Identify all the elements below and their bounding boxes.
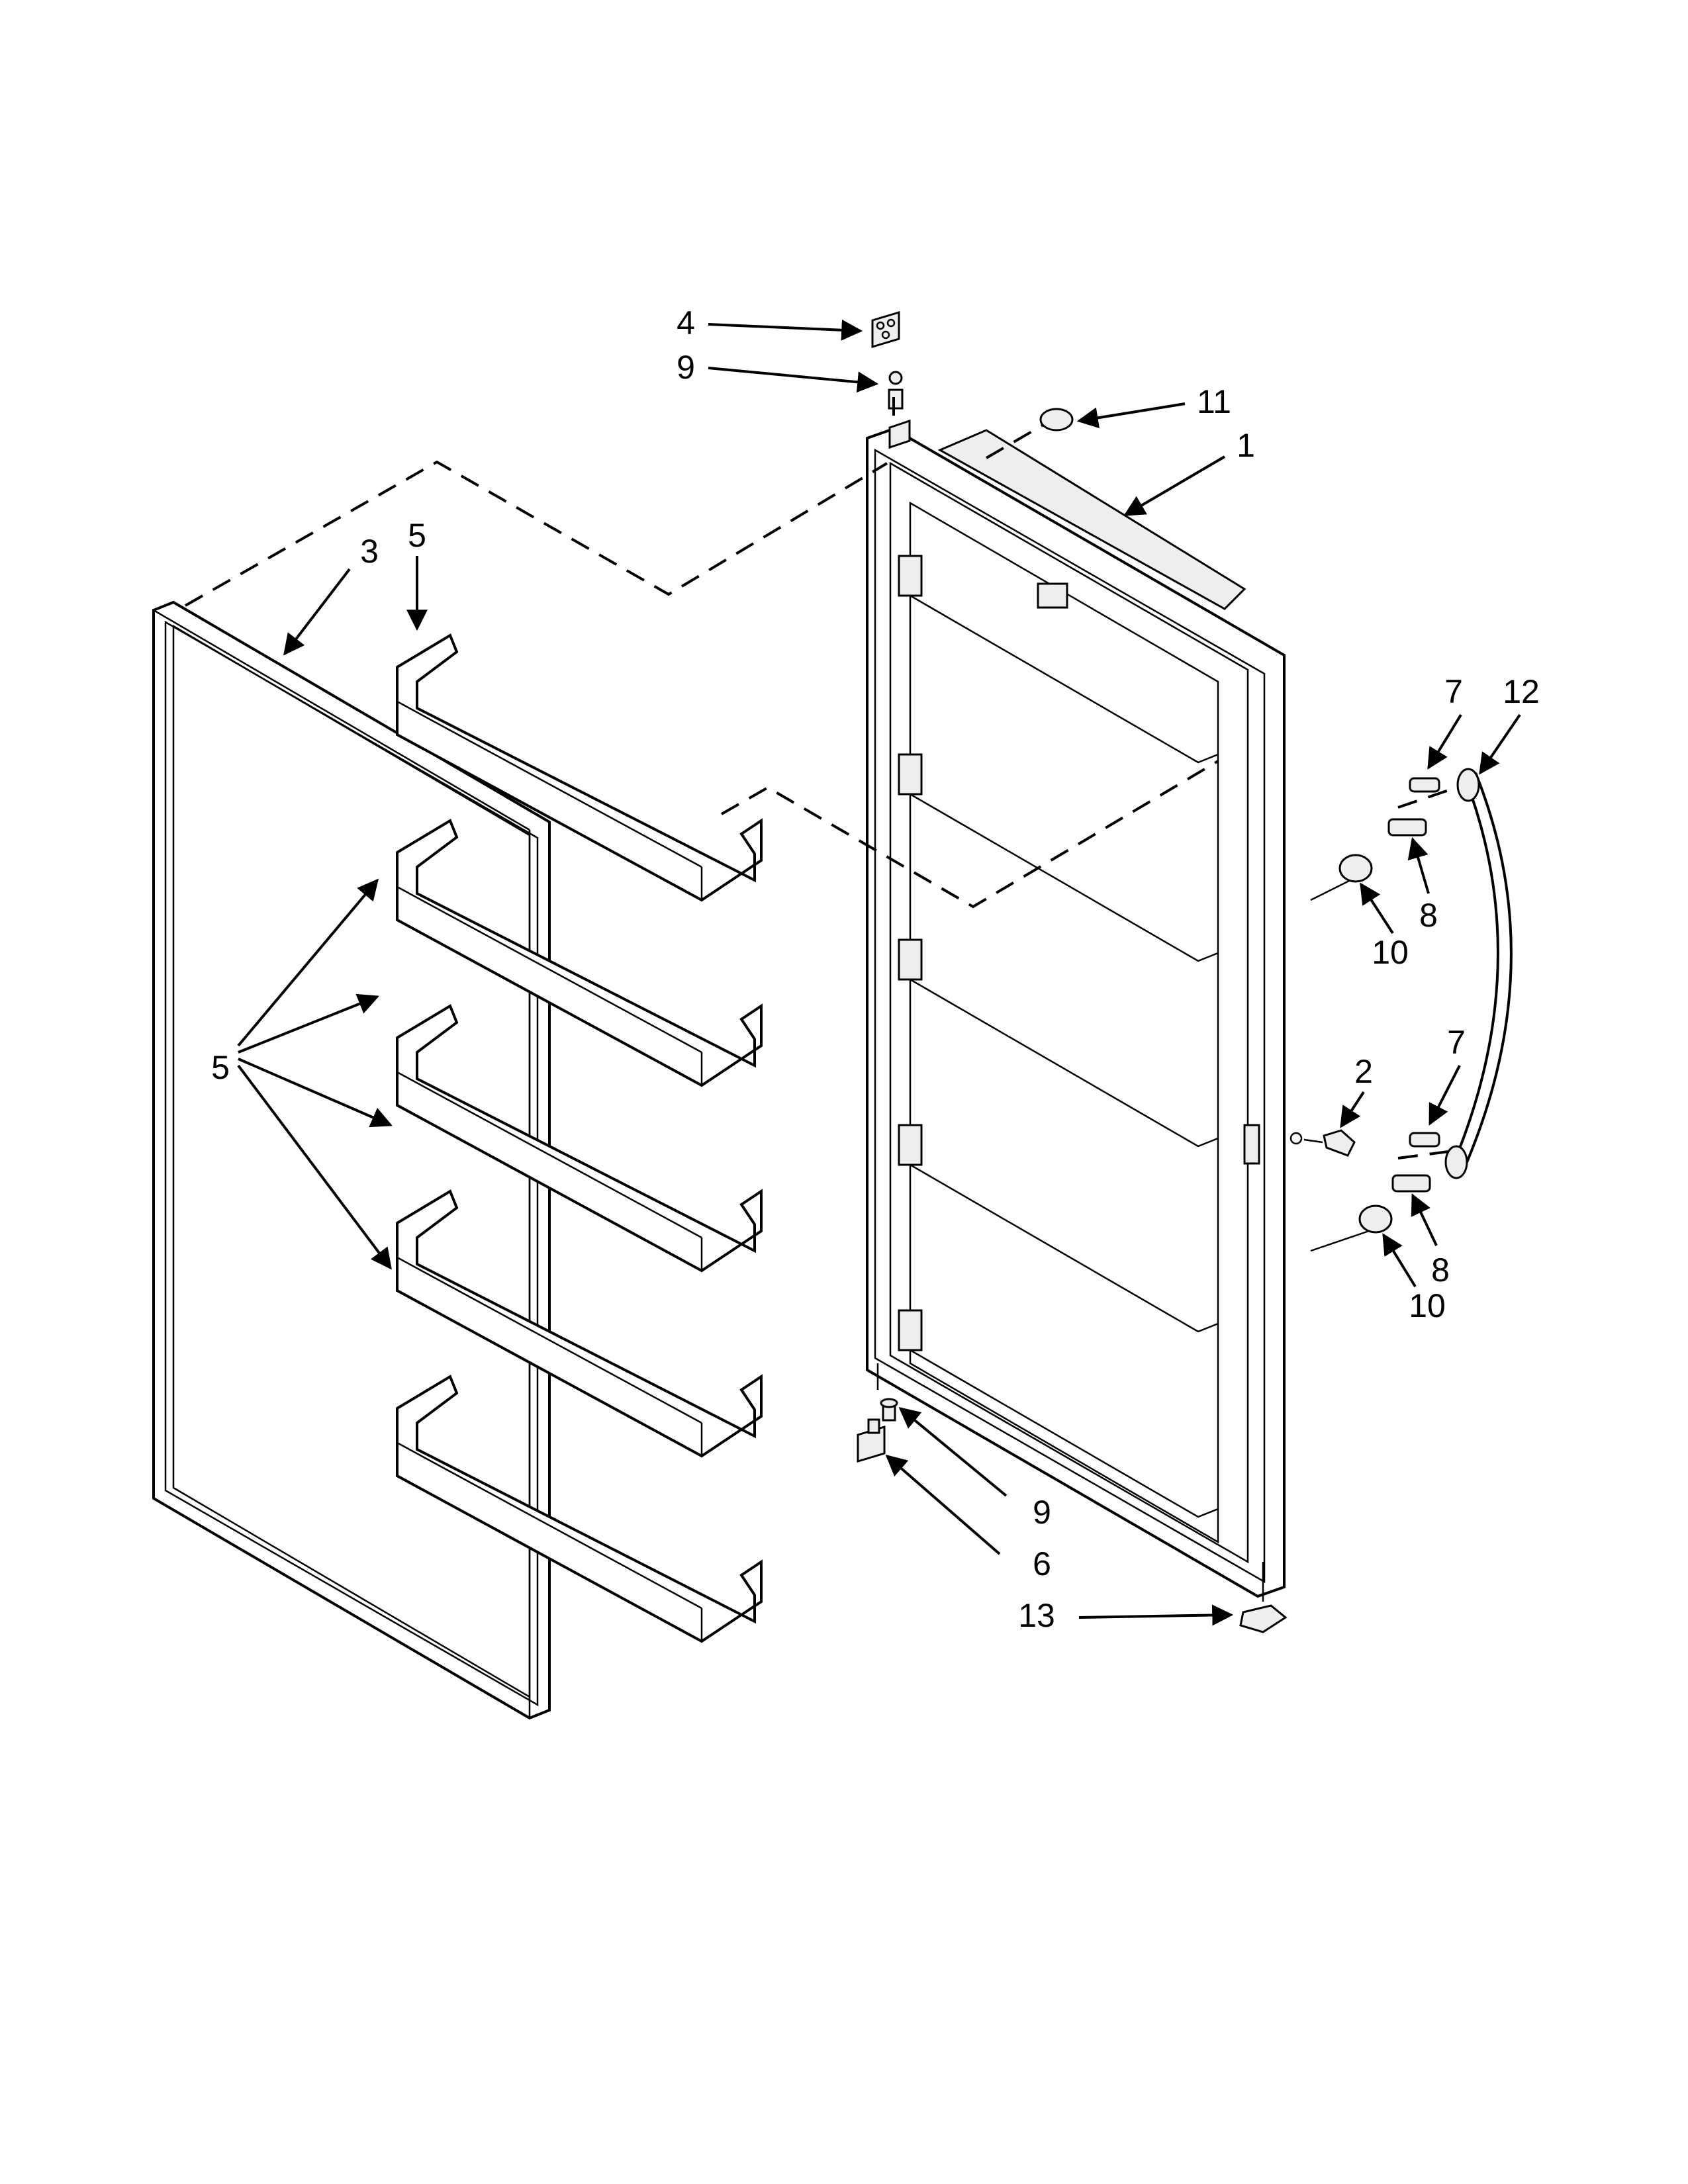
door-handle <box>1444 768 1513 1179</box>
callout-12: 12 <box>1503 673 1540 710</box>
top-hinge <box>871 310 900 349</box>
door-gasket <box>152 600 551 1720</box>
callout-1: 1 <box>1237 427 1255 464</box>
callout-7-lower: 7 <box>1447 1024 1466 1061</box>
top-hinge-cover <box>888 419 911 449</box>
callout-8-lower: 8 <box>1431 1251 1450 1289</box>
top-hinge-pin <box>888 371 904 410</box>
door-shelves <box>396 633 763 1643</box>
handle-spacer-lower <box>1358 1205 1393 1234</box>
key <box>1289 1129 1356 1157</box>
callout-13: 13 <box>1018 1597 1055 1634</box>
callout-10-lower: 10 <box>1409 1287 1446 1324</box>
handle-stud-upper <box>1387 818 1427 837</box>
callout-4: 4 <box>677 304 695 341</box>
bottom-hinge <box>857 1418 886 1463</box>
handle-stud-lower <box>1391 1174 1431 1193</box>
handle-spacer-upper <box>1338 854 1373 883</box>
door-shelf <box>396 633 763 902</box>
handle-screw-upper <box>1409 777 1440 793</box>
handle-screw-lower <box>1409 1132 1440 1148</box>
callout-11: 11 <box>1197 383 1231 420</box>
callout-9-bottom: 9 <box>1033 1494 1051 1531</box>
callout-5-top: 5 <box>408 517 426 554</box>
callout-leaders <box>237 319 1521 1626</box>
callout-2: 2 <box>1354 1053 1373 1090</box>
callout-labels: 4 9 11 1 3 5 5 7 12 8 10 2 7 8 10 9 6 13 <box>211 304 1540 1634</box>
callout-6: 6 <box>1033 1545 1051 1582</box>
freezer-door <box>866 427 1286 1598</box>
callout-9-top: 9 <box>677 349 695 386</box>
bottom-hinge-pin <box>880 1398 898 1422</box>
callout-7-upper: 7 <box>1444 673 1463 710</box>
callout-10-upper: 10 <box>1372 934 1409 971</box>
plug <box>1039 408 1074 432</box>
door-shelf <box>396 1004 763 1273</box>
door-shelf <box>396 1189 763 1458</box>
callout-8-upper: 8 <box>1419 897 1438 934</box>
assembly-lines <box>185 397 1457 1160</box>
callout-3: 3 <box>360 533 379 570</box>
door-shelf <box>396 819 763 1087</box>
callout-5-group: 5 <box>211 1049 230 1086</box>
door-shelf <box>396 1375 763 1643</box>
door-stop <box>1239 1604 1288 1633</box>
